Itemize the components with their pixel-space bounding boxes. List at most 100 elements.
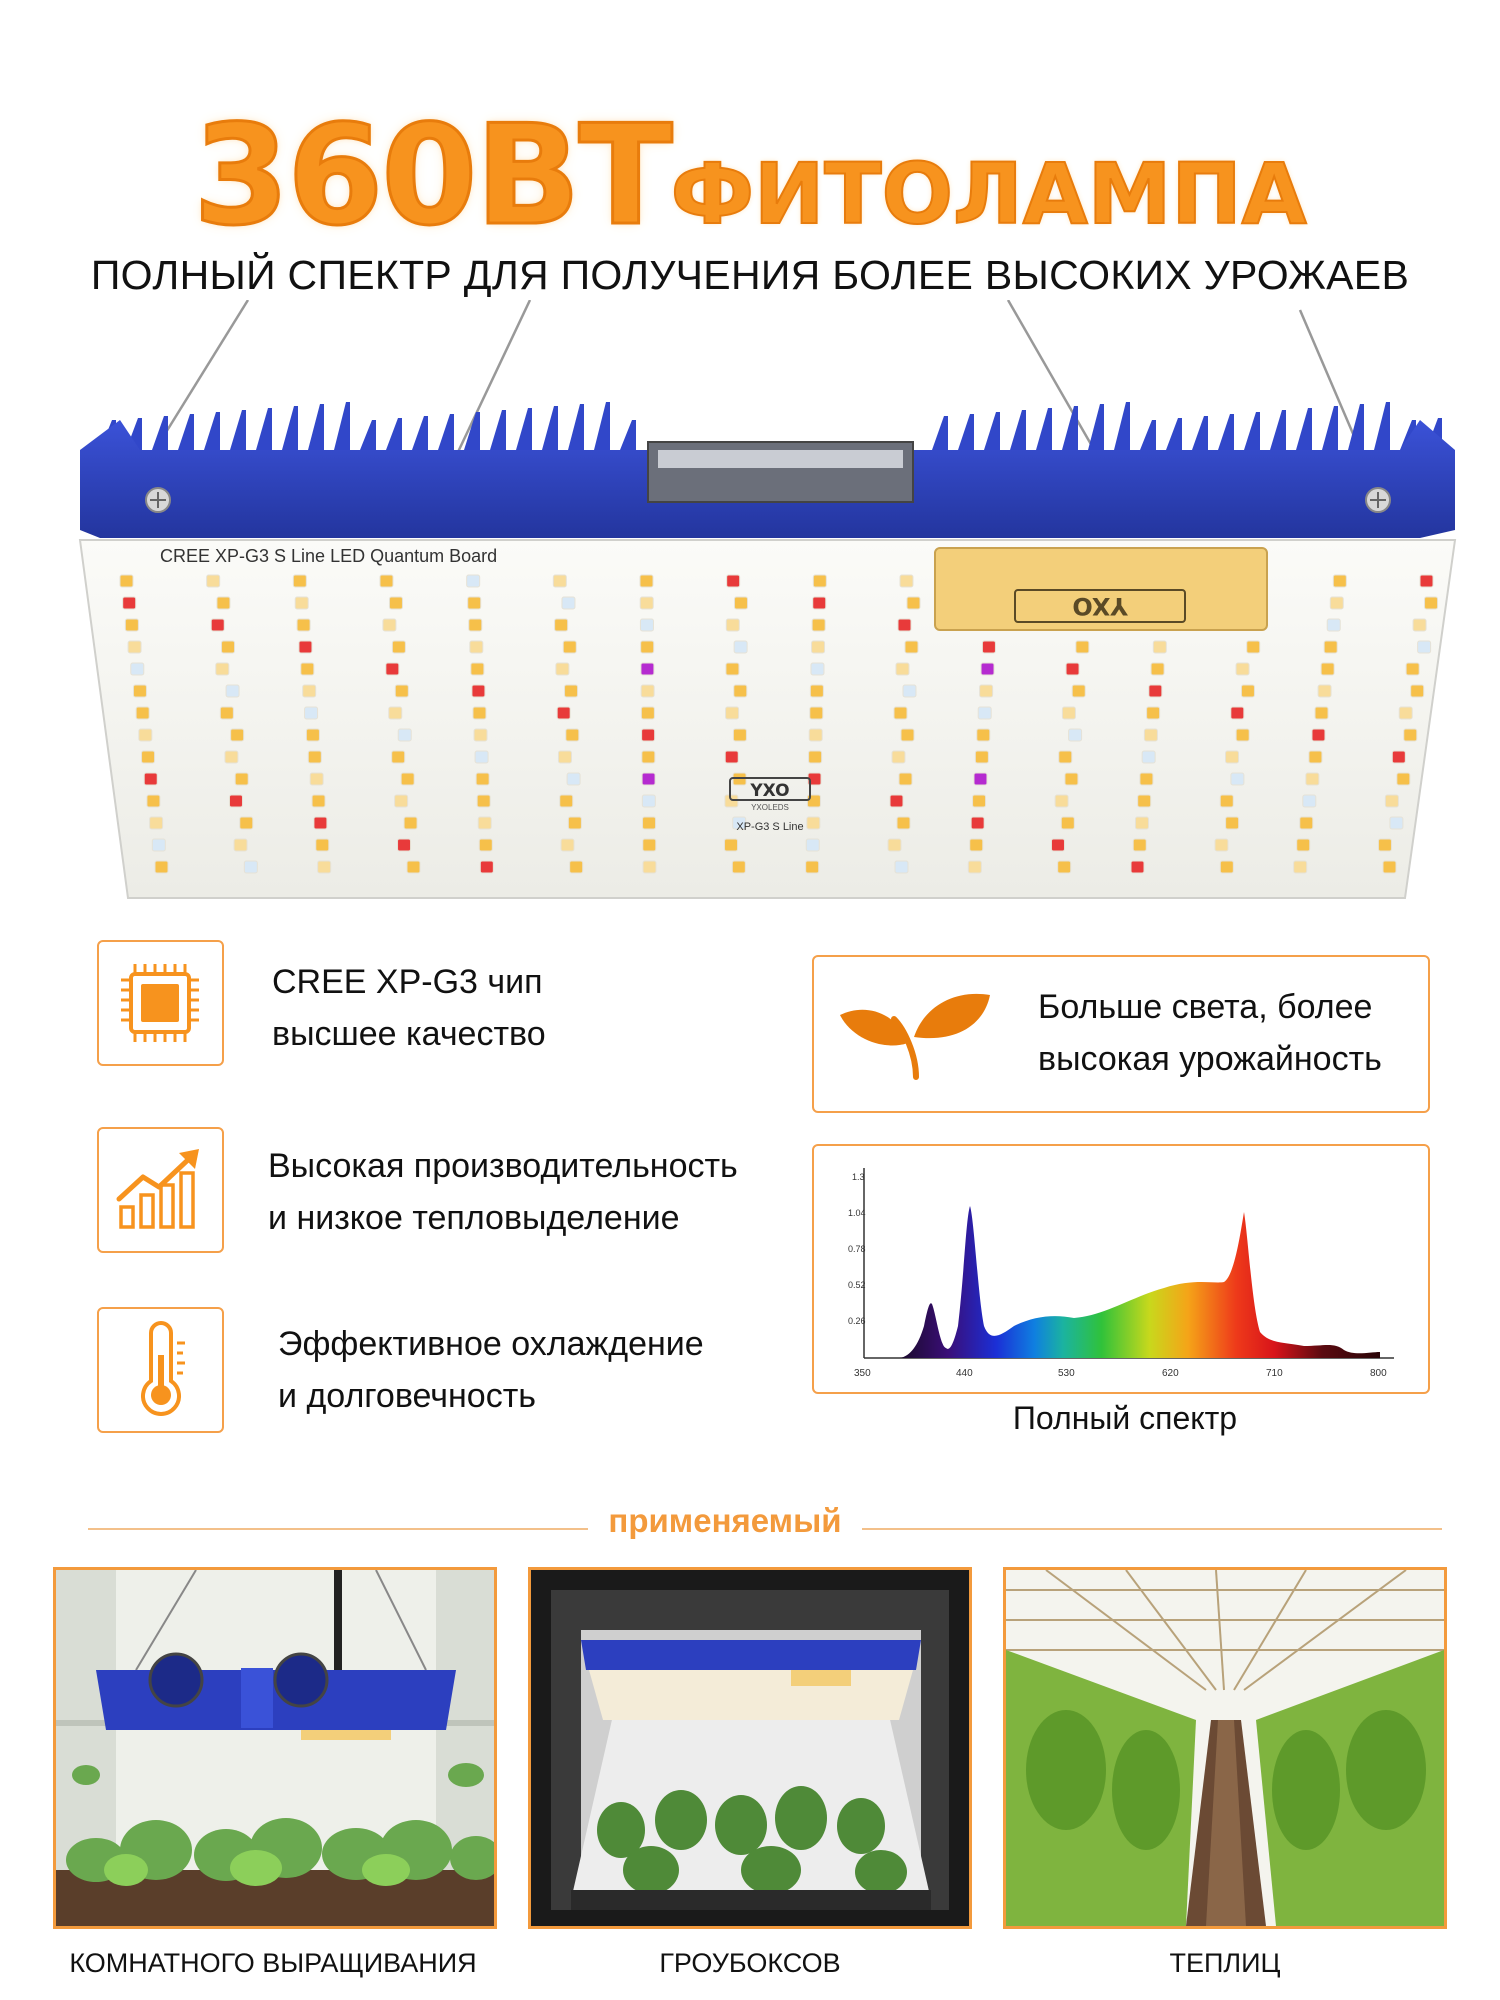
spectrum-chart-box: 1.3 1.04 0.78 0.52 0.26 350 440 530 620 … [812, 1144, 1430, 1394]
led-chip [725, 618, 740, 632]
led-chip [732, 728, 747, 742]
cooling-feature-icon-box [97, 1307, 224, 1433]
led-chip [1130, 860, 1145, 874]
led-chip [640, 706, 655, 720]
led-chip [230, 728, 245, 742]
led-chip [893, 706, 908, 720]
heatsink-fin [1062, 406, 1078, 450]
led-chip [811, 618, 826, 632]
led-chip [472, 706, 487, 720]
led-chip [1230, 772, 1245, 786]
title-wattage: 360ВТ [192, 94, 674, 258]
led-chip [479, 860, 494, 874]
led-chip [973, 772, 988, 786]
svg-text:0.26: 0.26 [848, 1316, 866, 1326]
led-chip [1391, 750, 1406, 764]
led-chip [1075, 640, 1090, 654]
led-chip [808, 750, 823, 764]
led-chip [976, 728, 991, 742]
led-chip [1235, 728, 1250, 742]
led-chip [1410, 684, 1425, 698]
led-chip [640, 662, 655, 676]
spectrum-chart: 1.3 1.04 0.78 0.52 0.26 350 440 530 620 … [848, 1168, 1394, 1379]
grow-tent-scene [531, 1570, 969, 1926]
led-chip [569, 860, 584, 874]
led-chip [639, 618, 654, 632]
led-chip [1219, 794, 1234, 808]
led-chip [228, 794, 243, 808]
heatsink-fin [1036, 408, 1052, 450]
heatsink-fin [1374, 402, 1390, 450]
led-chip [1058, 750, 1073, 764]
heatsink-fin [620, 420, 636, 450]
led-chip [809, 684, 824, 698]
led-chip [292, 574, 307, 588]
heatsink-fin [958, 414, 974, 450]
led-chip [898, 772, 913, 786]
led-chip [1396, 772, 1411, 786]
led-chip [1332, 574, 1347, 588]
led-chip [233, 838, 248, 852]
heatsink-fin [1244, 412, 1260, 450]
led-chip [138, 728, 153, 742]
led-chip [215, 662, 230, 676]
led-chip [894, 860, 909, 874]
led-chip [1230, 706, 1245, 720]
led-chip [805, 838, 820, 852]
center-logo: YXO [749, 781, 789, 801]
led-chip [474, 750, 489, 764]
led-chip [309, 772, 324, 786]
led-chip [224, 750, 239, 764]
led-chip [809, 706, 824, 720]
heatsink-fin [594, 402, 610, 450]
heatsink-fin [256, 408, 272, 450]
led-chip [733, 684, 748, 698]
yield-feature-box: Больше света, более высокая урожайность [812, 955, 1430, 1113]
led-chip [566, 772, 581, 786]
photo-grow-tent [528, 1567, 972, 1929]
heatsink-fin [1270, 410, 1286, 450]
led-chip [561, 596, 576, 610]
led-array [119, 574, 1439, 874]
led-chip [146, 794, 161, 808]
led-chip [225, 684, 240, 698]
svg-text:0.52: 0.52 [848, 1280, 866, 1290]
led-chip [556, 706, 571, 720]
svg-text:1.04: 1.04 [848, 1208, 866, 1218]
svg-text:350: 350 [854, 1368, 871, 1379]
led-chip [1068, 728, 1083, 742]
led-chip [642, 816, 657, 830]
led-chip [564, 684, 579, 698]
heatsink-fin [568, 404, 584, 450]
heatsink-fin [178, 414, 194, 450]
hero-title: 360ВТФИТОЛАМПА [0, 94, 1500, 258]
led-chip [1225, 750, 1240, 764]
led-chip [1389, 816, 1404, 830]
led-chip [379, 574, 394, 588]
led-chip [641, 772, 656, 786]
svg-text:710: 710 [1266, 1368, 1283, 1379]
heatsink-fin [1010, 410, 1026, 450]
section-divider-right [862, 1528, 1442, 1530]
led-chip [970, 816, 985, 830]
led-chip [1314, 706, 1329, 720]
led-chip [1412, 618, 1427, 632]
center-label: XP-G3 S Line [736, 821, 803, 833]
heatsink-fin [412, 416, 428, 450]
led-chip [1134, 816, 1149, 830]
led-chip [1317, 684, 1332, 698]
chip-feature-icon-box [97, 940, 224, 1066]
led-chip [640, 684, 655, 698]
led-chip [1417, 640, 1432, 654]
heatsink-fin [984, 412, 1000, 450]
heatsink-fin [1166, 418, 1182, 450]
heatsink-fin [360, 420, 376, 450]
led-chip [1219, 860, 1234, 874]
led-chip [388, 706, 403, 720]
led-chip [296, 618, 311, 632]
thermometer-icon [141, 1321, 185, 1416]
led-chip [891, 750, 906, 764]
svg-text:0.78: 0.78 [848, 1244, 866, 1254]
heatsink-fin [334, 402, 350, 450]
heatsink-fin [1192, 416, 1208, 450]
